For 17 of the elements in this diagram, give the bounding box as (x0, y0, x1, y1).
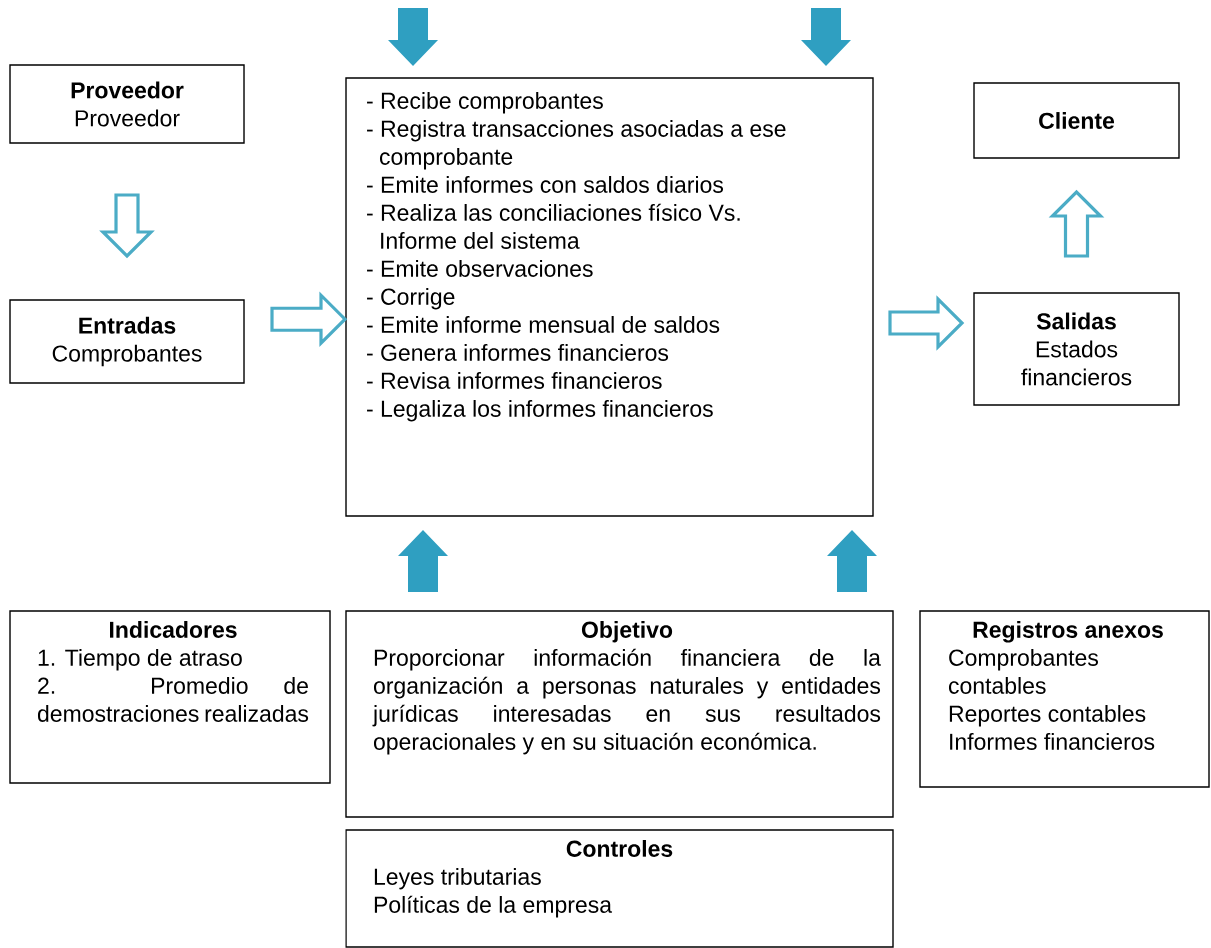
info-box: Objetivo Proporcionar información financiera de la organización a personas naturales y entidades jurídicas interesadas en sus resultados operacionales y en su situación económica. (345, 610, 894, 818)
info-box: Cliente (973, 82, 1180, 159)
block-arrow (388, 8, 438, 66)
info-box: Registros anexos Comprobantes contables Reportes contables Informes financieros (919, 610, 1210, 788)
block-arrow (398, 530, 448, 592)
info-box: Salidas Estados financieros (973, 292, 1180, 406)
process-box: - Recibe comprobantes - Registra transacciones asociadas a ese comprobante - Emite informes con saldos diarios - Realiza las conciliaciones físico Vs. Informe del sistema - Emite observaciones - Corrige - Emite informe mensual de saldos - Genera informes financieros - Revisa informes financieros - Legaliza los informes financieros (345, 77, 874, 517)
block-arrow (99, 193, 155, 259)
block-arrow (270, 291, 348, 348)
block-arrow (888, 295, 965, 351)
info-box: Indicadores 1. Tiempo de atraso 2. Promedio de demostraciones realizadas (9, 610, 331, 784)
block-arrow (827, 530, 877, 592)
block-arrow (1048, 189, 1105, 258)
info-box: Controles Leyes tributarias Políticas de la empresa (345, 829, 894, 948)
info-box: Entradas Comprobantes (9, 299, 245, 384)
block-arrow (801, 8, 851, 66)
info-box: Proveedor Proveedor (9, 64, 245, 144)
